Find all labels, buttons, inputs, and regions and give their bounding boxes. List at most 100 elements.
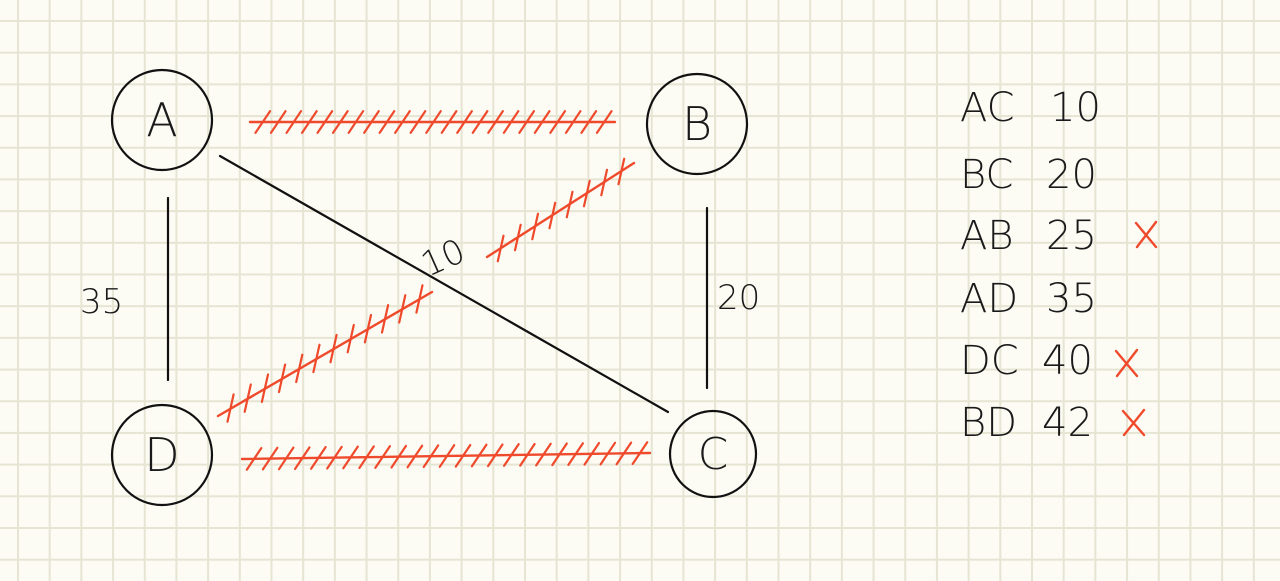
weight-label-ac: 10 (415, 231, 471, 285)
list-item-weight: 42 (1042, 400, 1093, 446)
strike-hatch-mark (565, 190, 574, 219)
strike-hatch-mark (260, 373, 270, 403)
sorted-edge-list: AC 10 BC 20 AB 25 AD 35 DC 40 (960, 85, 1158, 446)
strike-hatch-mark (440, 110, 458, 134)
strike-hatch-mark (502, 110, 520, 134)
strike-hatch-mark (301, 110, 318, 134)
rejected-x-icon (1134, 220, 1158, 249)
strike-hatch-mark (548, 201, 557, 230)
strike-hatch-mark (513, 223, 522, 252)
rejected-x-icon (1114, 348, 1139, 378)
strike-hatch-mark (226, 393, 235, 423)
node-label-b: B (682, 97, 712, 151)
edge-a-b-struck (248, 110, 617, 134)
strike-hatch-mark (617, 157, 626, 186)
list-item-edge: BC (960, 152, 1013, 198)
strike-hatch-mark (599, 441, 617, 466)
strike-hatch-mark (503, 443, 520, 467)
strike-hatch-mark (580, 110, 598, 134)
strike-hatch-mark (390, 444, 408, 469)
list-item-weight: 10 (1050, 85, 1101, 131)
strike-hatch-mark (615, 441, 633, 466)
strike-hatch-mark (425, 110, 442, 134)
weight-label-ad: 35 (80, 282, 123, 322)
strike-hatch-mark (535, 442, 552, 467)
strike-hatch-mark (293, 446, 311, 471)
strike-hatch-mark (518, 110, 536, 134)
strike-hatch-mark (310, 446, 327, 470)
strike-hatch-mark (583, 441, 601, 466)
strike-hatch-mark (295, 353, 304, 384)
strike-hatch-mark (549, 110, 567, 134)
node-c: C (668, 409, 758, 499)
strike-hatch-mark (329, 333, 338, 364)
strike-hatch-mark (394, 110, 411, 134)
list-item-edge: BD (960, 400, 1017, 446)
strike-hatch-mark (245, 447, 263, 471)
edge-d-c-struck (240, 441, 652, 471)
strike-hatch-mark (519, 442, 536, 467)
list-item-edge: DC (960, 338, 1019, 384)
strike-hatch-mark (496, 234, 505, 263)
strike-hatch-mark (567, 442, 585, 466)
list-item-weight: 35 (1046, 276, 1097, 322)
strike-hatch-mark (582, 179, 591, 208)
node-label-c: C (698, 429, 729, 480)
list-item-weight: 20 (1046, 152, 1097, 198)
list-item-weight: 25 (1046, 213, 1097, 259)
node-label-a: A (146, 93, 177, 147)
strike-hatch-mark (312, 343, 321, 374)
strike-hatch-mark (277, 363, 287, 394)
strike-hatch-mark (456, 110, 473, 134)
strike-hatch-mark (332, 110, 349, 134)
strike-hatch-mark (363, 313, 373, 344)
strike-hatch-mark (406, 444, 424, 469)
strike-hatch-mark (277, 446, 295, 471)
node-label-d: D (144, 428, 179, 482)
strike-hatch-mark (564, 110, 582, 134)
edge-a-c (218, 154, 670, 414)
strike-hatch-mark (254, 110, 272, 134)
strike-hatch-mark (486, 443, 504, 468)
list-item: AD 35 (960, 276, 1097, 322)
strike-hatch-mark (631, 441, 649, 465)
strike-hatch-mark (487, 110, 504, 134)
strike-hatch-mark (454, 443, 472, 468)
strike-hatch-mark (438, 444, 456, 468)
list-item: AC 10 (960, 85, 1101, 131)
strike-hatch-mark (380, 304, 390, 334)
list-item: BC 20 (960, 152, 1097, 198)
strike-hatch-mark (600, 168, 609, 197)
list-item-edge: AC (960, 85, 1015, 131)
list-item-weight: 40 (1042, 338, 1093, 384)
strike-hatch-mark (347, 110, 365, 134)
strike-hatch-mark (363, 110, 380, 134)
strike-hatch-mark (269, 110, 287, 134)
node-b: B (645, 72, 749, 176)
strike-hatch-mark (261, 446, 279, 471)
strike-hatch-mark (415, 284, 424, 314)
strike-hatch-mark (358, 445, 375, 470)
strike-hatch-mark (471, 110, 489, 134)
strike-hatch-mark (531, 212, 540, 241)
strike-hatch-mark (533, 110, 551, 134)
strike-hatch-mark (595, 110, 613, 134)
strike-hatch-mark (470, 443, 488, 468)
strike-hatch-mark (346, 323, 355, 354)
edge-b-d-struck (216, 157, 636, 423)
list-item: AB 25 (960, 213, 1158, 259)
strike-hatch-mark (243, 383, 252, 413)
strike-hatch-mark (422, 444, 440, 469)
node-d: D (110, 403, 214, 507)
strike-hatch-mark (342, 445, 359, 470)
strike-hatch-mark (551, 442, 568, 467)
weight-label-bc: 20 (717, 278, 760, 318)
strike-hatch-mark (398, 294, 407, 324)
strike-hatch-mark (378, 110, 396, 134)
list-item: BD 42 (960, 400, 1146, 446)
rejected-x-icon (1121, 408, 1146, 437)
node-a: A (110, 68, 214, 172)
strike-hatch-mark (374, 445, 391, 469)
